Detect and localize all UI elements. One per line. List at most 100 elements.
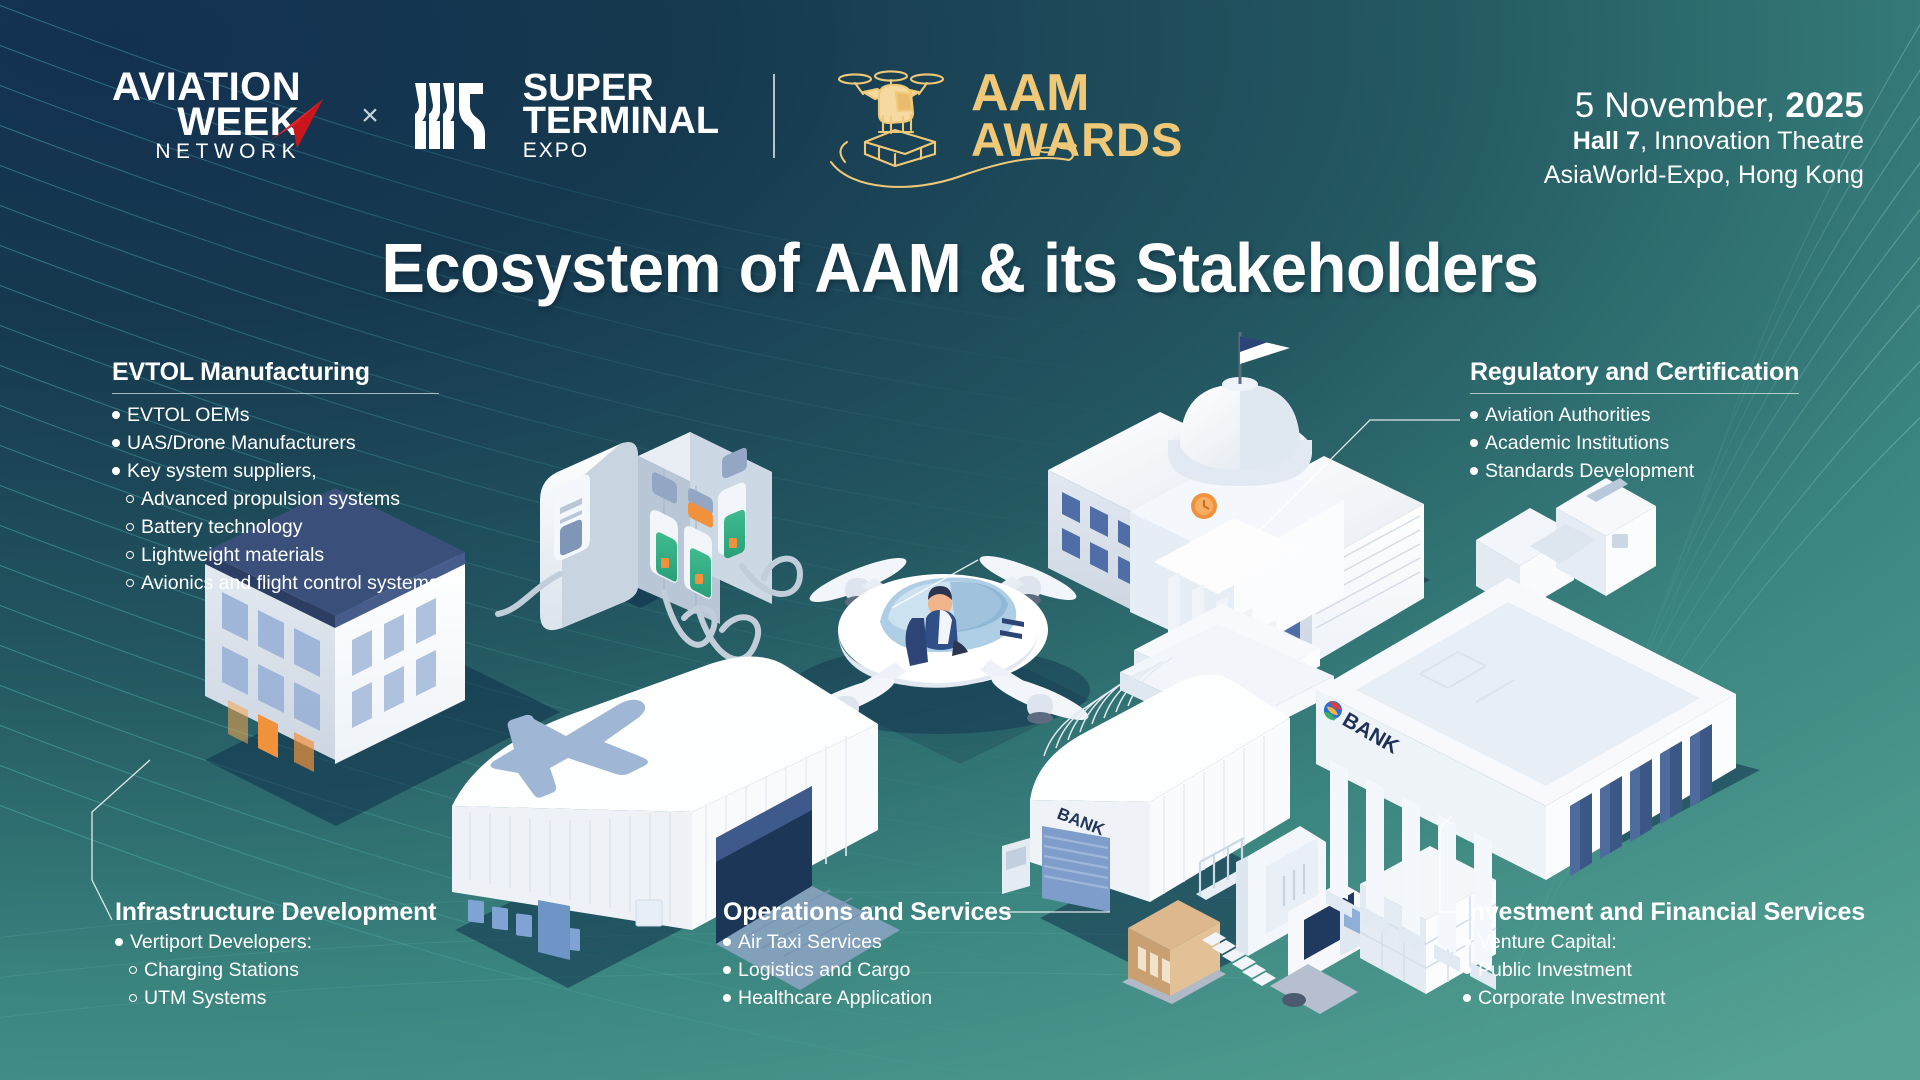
list-item: EVTOL OEMs — [112, 401, 439, 429]
super-terminal-line1: SUPER — [522, 67, 654, 110]
list-item-label: Air Taxi Services — [738, 931, 882, 953]
list-item-label: Public Investment — [1478, 959, 1632, 982]
event-date: 5 November, 2025 — [1544, 86, 1864, 125]
bullet-filled-icon — [723, 966, 731, 975]
callout-infrastructure-development: Infrastructure Development Vertiport Dev… — [115, 898, 436, 1012]
bullet-filled-icon — [1463, 938, 1471, 946]
list-item-label: Avionics and flight control systems — [141, 572, 439, 595]
list-item: Standards Development — [1470, 457, 1799, 485]
list-item: Charging Stations — [115, 956, 436, 984]
super-terminal-line3: EXPO — [522, 138, 590, 162]
bullet-hollow-icon — [126, 523, 134, 532]
bullet-filled-icon — [1470, 411, 1478, 419]
list-item: Logistics and Cargo — [723, 956, 1012, 984]
list-item: Public Investment — [1463, 956, 1865, 984]
list-item-label: UAS/Drone Manufacturers — [127, 432, 356, 455]
bullet-hollow-icon — [129, 966, 137, 975]
event-hall: Hall 7, Innovation Theatre — [1544, 125, 1864, 159]
callout-heading-regulatory: Regulatory and Certification — [1470, 358, 1800, 386]
list-item-label: Standards Development — [1485, 460, 1695, 483]
bank-building-illustration: BANK — [1316, 478, 1736, 990]
aviation-week-line1: AVIATION — [112, 65, 302, 110]
aam-awards-logo: AAM AWARDS — [829, 62, 1184, 188]
callout-investment-financial-services: Investment and Financial Services Ventur… — [1463, 898, 1865, 1012]
event-hall-rest: , Innovation Theatre — [1640, 127, 1864, 156]
list-item-label: UTM Systems — [144, 987, 267, 1010]
event-date-plain: 5 November, — [1574, 86, 1786, 125]
callout-list-regulatory: Aviation Authorities Academic Institutio… — [1470, 401, 1799, 485]
aviation-week-network-logo: AVIATION WEEK NETWORK — [112, 65, 324, 164]
list-item-label: Venture Capital: — [1478, 931, 1617, 953]
callout-heading-infrastructure: Infrastructure Development — [115, 898, 437, 926]
aviation-week-line2: WEEK — [177, 100, 300, 145]
list-item-label: Battery technology — [141, 516, 303, 539]
callout-list-investment: Venture Capital: Public Investment Corpo… — [1463, 928, 1865, 1012]
red-arrow-icon — [271, 99, 324, 149]
callout-heading-investment: Investment and Financial Services — [1463, 898, 1865, 926]
bullet-filled-icon — [112, 439, 120, 448]
bullet-hollow-icon — [126, 579, 134, 588]
callout-list-operations: Air Taxi Services Logistics and Cargo He… — [723, 928, 1012, 1012]
list-item: Advanced propulsion systems — [112, 485, 439, 513]
list-item: Aviation Authorities — [1470, 401, 1799, 429]
list-item: UAS/Drone Manufacturers — [112, 429, 439, 457]
callout-rule — [112, 393, 439, 394]
bullet-hollow-icon — [129, 994, 137, 1003]
bullet-hollow-icon — [126, 551, 134, 560]
list-item: Healthcare Application — [723, 984, 1012, 1012]
bullet-filled-icon — [723, 994, 731, 1003]
list-item: Key system suppliers, — [112, 457, 439, 485]
ste-monogram-icon — [414, 82, 485, 149]
bullet-hollow-icon — [126, 495, 134, 504]
list-item: UTM Systems — [115, 984, 436, 1012]
list-item-label: Vertiport Developers: — [130, 931, 313, 953]
bullet-filled-icon — [1463, 994, 1471, 1003]
super-terminal-expo-logo: SUPER TERMINAL EXPO — [411, 67, 720, 162]
list-item: Venture Capital: — [1463, 928, 1865, 956]
aircraft-hangar-illustration — [452, 656, 900, 990]
list-item: Corporate Investment — [1463, 984, 1865, 1012]
list-item-label: Academic Institutions — [1485, 432, 1670, 455]
list-item-label: Corporate Investment — [1478, 987, 1666, 1010]
evtol-charging-station-illustration — [495, 432, 804, 663]
event-venue: AsiaWorld-Expo, Hong Kong — [1543, 160, 1864, 189]
list-item-label: Healthcare Application — [738, 987, 933, 1010]
event-info: 5 November, 2025 Hall 7, Innovation Thea… — [1544, 86, 1864, 193]
gold-swirl-icon — [830, 142, 1077, 188]
bullet-filled-icon — [723, 938, 731, 946]
list-item: Vertiport Developers: — [115, 928, 436, 956]
page-title: Ecosystem of AAM & its Stakeholders — [381, 229, 1539, 307]
list-item: Battery technology — [112, 513, 439, 541]
logo-separator: × — [361, 99, 379, 132]
gold-drone-vertiport-icon — [837, 70, 945, 168]
aviation-week-line3: NETWORK — [155, 140, 302, 164]
callout-rule — [1470, 393, 1800, 394]
callout-heading-evtol: EVTOL Manufacturing — [112, 358, 370, 386]
aam-awards-line1: AAM — [971, 64, 1090, 123]
list-item-label: Lightweight materials — [141, 544, 325, 567]
callout-list-infrastructure: Vertiport Developers: Charging Stations … — [115, 928, 436, 1012]
aam-awards-line2: AWARDS — [971, 113, 1184, 167]
header: AVIATION WEEK NETWORK × — [0, 0, 1920, 210]
callout-regulatory-certification: Regulatory and Certification Aviation Au… — [1470, 358, 1799, 485]
bullet-filled-icon — [115, 938, 123, 946]
callout-operations-services: Operations and Services Air Taxi Service… — [723, 898, 1012, 1012]
event-hall-number: Hall 7 — [1572, 127, 1641, 156]
list-item: Air Taxi Services — [723, 928, 1012, 956]
bullet-filled-icon — [1463, 966, 1471, 975]
list-item-label: EVTOL OEMs — [127, 404, 250, 426]
list-item-label: Logistics and Cargo — [738, 959, 911, 982]
logo-row: AVIATION WEEK NETWORK × — [112, 62, 1184, 188]
bullet-filled-icon — [1470, 439, 1478, 448]
list-item-label: Charging Stations — [144, 959, 300, 982]
bullet-filled-icon — [112, 411, 120, 419]
list-item: Academic Institutions — [1470, 429, 1799, 457]
event-date-year: 2025 — [1785, 86, 1864, 125]
callout-evtol-manufacturing: EVTOL Manufacturing EVTOL OEMs UAS/Drone… — [112, 358, 439, 598]
super-terminal-line2: TERMINAL — [522, 99, 720, 142]
bullet-filled-icon — [1470, 467, 1478, 476]
office-building-illustration — [205, 488, 465, 772]
list-item-label: Advanced propulsion systems — [141, 488, 401, 511]
